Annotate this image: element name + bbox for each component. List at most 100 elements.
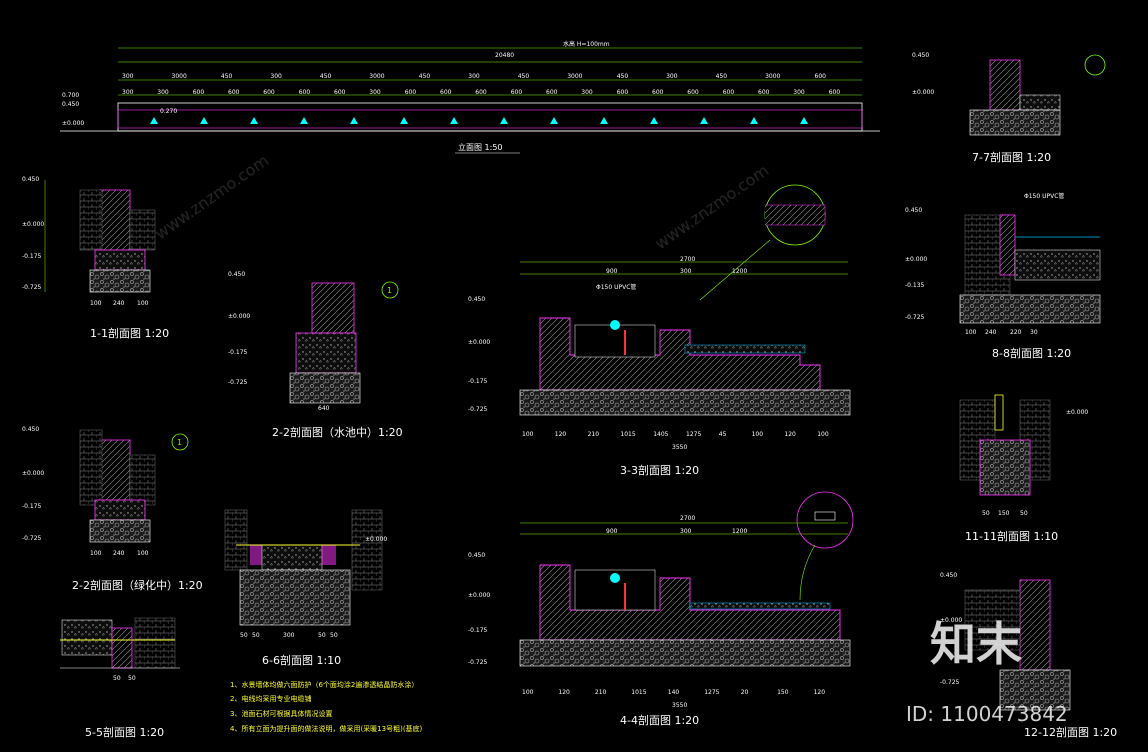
s44-level-2: -0.175 xyxy=(468,627,488,634)
s11-title: 1-1剖面图 1:20 xyxy=(90,326,169,340)
elev-row2-dim-7: 300 xyxy=(369,89,381,96)
s66-level: ±0.000 xyxy=(365,536,387,543)
s44-dim-mid-1: 300 xyxy=(680,528,692,535)
s33-dim-total: 3550 xyxy=(672,444,687,451)
elev-light-marker xyxy=(750,117,758,124)
elev-light-marker xyxy=(300,117,308,124)
elev-row2-dim-6: 600 xyxy=(334,89,346,96)
s33-dim-bottom-4: 1405 xyxy=(653,431,668,438)
s11-dim-2: 100 xyxy=(137,300,149,307)
s44-dim-mid-0: 900 xyxy=(606,528,618,535)
s33-dim-bottom-6: 45 xyxy=(719,431,727,438)
section-11-11: ±0.000 50 150 50 11-11剖面图 1:10 xyxy=(959,394,1088,543)
elev-row2-dim-0: 300 xyxy=(122,89,134,96)
s1212-level-0: 0.450 xyxy=(940,572,957,579)
s33-dim-bottom-5: 1275 xyxy=(686,431,701,438)
s44-level-3: -0.725 xyxy=(468,659,488,666)
s88-level-2: -0.135 xyxy=(905,282,925,289)
s11-level-3: -0.725 xyxy=(22,284,42,291)
s33-dim-bottom-1: 120 xyxy=(555,431,567,438)
note-4: 4、所有立面为提升面的做法说明，做采用(采暖13号粗)(基底) xyxy=(230,724,423,733)
elev-row2-dim-13: 300 xyxy=(581,89,593,96)
elev-light-marker xyxy=(800,117,808,124)
s66-dim-1: 50 xyxy=(252,632,260,639)
s33-dim-bottom-7: 100 xyxy=(752,431,764,438)
elev-row1-dim-12: 450 xyxy=(716,73,728,80)
elev-light-marker xyxy=(550,117,558,124)
elev-light-marker xyxy=(400,117,408,124)
s33-level-3: -0.725 xyxy=(468,406,488,413)
s22g-level-0: 0.450 xyxy=(22,426,39,433)
elev-row2-dim-1: 300 xyxy=(157,89,169,96)
elev-row1-dim-13: 3000 xyxy=(765,73,780,80)
elev-row2-dim-9: 600 xyxy=(440,89,452,96)
s1212-level-1: ±0.000 xyxy=(940,617,962,624)
elev-row2-dim-11: 600 xyxy=(511,89,523,96)
s77-title: 7-7剖面图 1:20 xyxy=(972,150,1051,164)
elev-inner-level: 0.270 xyxy=(160,108,177,115)
elev-level-3: ±0.000 xyxy=(62,120,84,127)
s44-level-0: 0.450 xyxy=(468,552,485,559)
s22g-title: 2-2剖面图（绿化中）1:20 xyxy=(72,578,203,592)
elev-row1-dim-3: 300 xyxy=(270,73,282,80)
s33-dim-bottom-3: 1015 xyxy=(620,431,635,438)
s66-dim-0: 50 xyxy=(240,632,248,639)
elev-row2-dim-17: 600 xyxy=(723,89,735,96)
s33-dim-mid-0: 900 xyxy=(606,268,618,275)
s33-dim-bottom-0: 100 xyxy=(522,431,534,438)
elev-light-marker xyxy=(450,117,458,124)
s22p-level-1: ±0.000 xyxy=(228,313,250,320)
section-2-2-green: 1 0.450 ±0.000 -0.175 -0.725 100 240 100… xyxy=(22,426,203,592)
note-3: 3、池面石材可根据具体情况设置 xyxy=(230,709,332,718)
s33-pipe-note: Φ150 UPVC管 xyxy=(596,283,636,291)
elev-light-marker xyxy=(600,117,608,124)
elev-row2-dim-8: 600 xyxy=(405,89,417,96)
s22p-title: 2-2剖面图（水池中）1:20 xyxy=(272,425,403,439)
s33-level-0: 0.450 xyxy=(468,296,485,303)
elev-row1-dim-10: 450 xyxy=(617,73,629,80)
s44-dim-bottom-1: 120 xyxy=(558,689,570,696)
s88-title: 8-8剖面图 1:20 xyxy=(992,346,1071,360)
elev-light-marker xyxy=(650,117,658,124)
s88-dim-3: 30 xyxy=(1030,329,1038,336)
s77-level-1: ±0.000 xyxy=(912,89,934,96)
elev-row1-dim-8: 450 xyxy=(518,73,530,80)
s44-dim-total: 3550 xyxy=(672,702,687,709)
elev-light-marker xyxy=(700,117,708,124)
section-12-12: 0.450 ±0.000 -0.725 12-12剖面图 1:20 xyxy=(940,572,1117,739)
s44-dim-bottom-2: 210 xyxy=(595,689,607,696)
s88-level-3: -0.725 xyxy=(905,314,925,321)
s22p-level-0: 0.450 xyxy=(228,271,245,278)
s22g-level-1: ±0.000 xyxy=(22,470,44,477)
s88-dim-2: 220 xyxy=(1010,329,1022,336)
s33-dim-bottom-8: 120 xyxy=(784,431,796,438)
s33-dim-bottom-2: 210 xyxy=(588,431,600,438)
section-6-6: 50 50 300 50 50 ±0.000 6-6剖面图 1:10 xyxy=(224,509,387,667)
s22p-level-3: -0.725 xyxy=(228,379,248,386)
elev-row1-dim-4: 450 xyxy=(320,73,332,80)
elev-row2-dim-10: 600 xyxy=(475,89,487,96)
watermark-logo: 知末 xyxy=(930,617,1022,671)
section-7-7: 0.450 ±0.000 7-7剖面图 1:20 xyxy=(912,52,1106,164)
s88-level-1: ±0.000 xyxy=(905,256,927,263)
s33-level-1: ±0.000 xyxy=(468,339,490,346)
elev-row1-dim-5: 3000 xyxy=(369,73,384,80)
elev-row2-dim-16: 600 xyxy=(687,89,699,96)
s66-dim-2: 300 xyxy=(283,632,295,639)
s44-dim-bottom-5: 1275 xyxy=(704,689,719,696)
s11-level-0: 0.450 xyxy=(22,176,39,183)
s44-dim-bottom-6: 20 xyxy=(741,689,749,696)
elev-row1-dim-1: 3000 xyxy=(172,73,187,80)
elev-row1-dim-7: 300 xyxy=(468,73,480,80)
s44-level-1: ±0.000 xyxy=(468,592,490,599)
s44-dim-bottom-4: 140 xyxy=(668,689,680,696)
elev-light-marker xyxy=(150,117,158,124)
notes-block: 1、水景墙体均做六面防护（6个面均涂2遍渗透结晶防水涂） 2、电线均采用专业电缆… xyxy=(230,680,423,733)
s88-dim-1: 240 xyxy=(985,329,997,336)
s1111-dim-0: 50 xyxy=(982,510,990,517)
s1212-level-2: -0.725 xyxy=(940,679,960,686)
elev-row1-dim-14: 600 xyxy=(815,73,827,80)
s22p-level-2: -0.175 xyxy=(228,349,248,356)
elev-row2-dim-2: 600 xyxy=(193,89,205,96)
